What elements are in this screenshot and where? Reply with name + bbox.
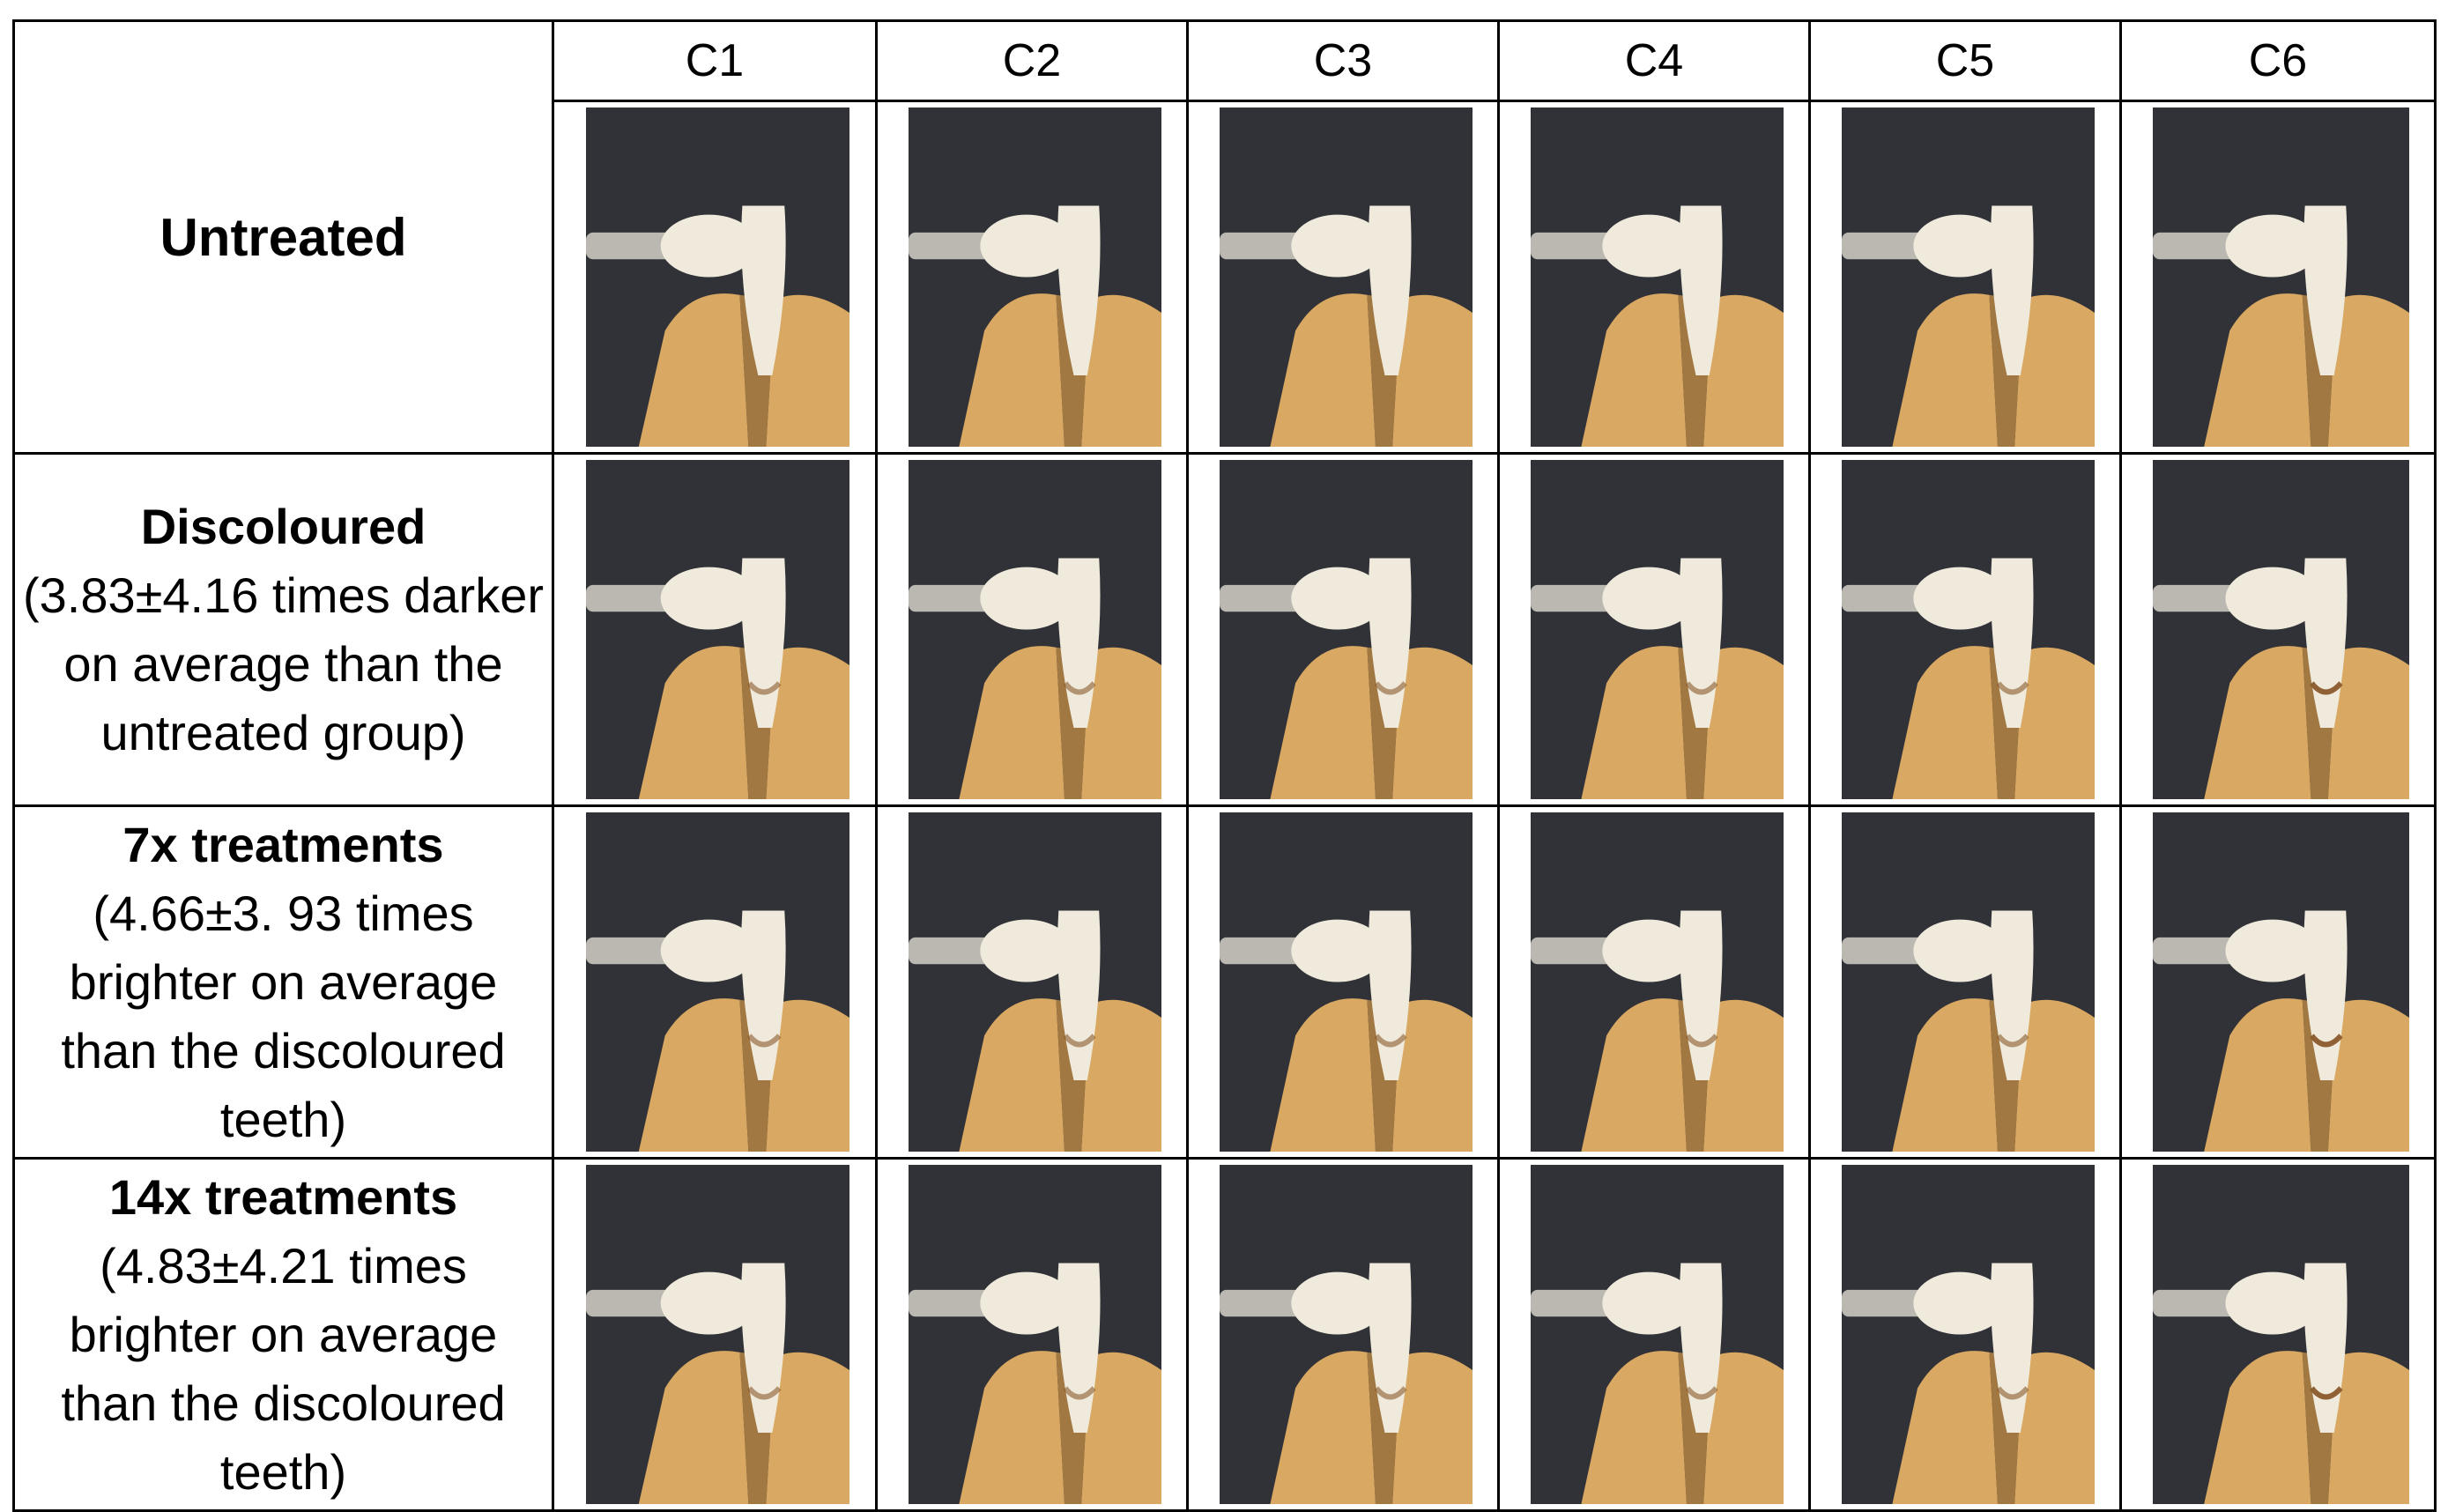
photo-cell — [552, 804, 878, 1160]
tooth-photo — [1531, 107, 1784, 447]
tooth-photo — [1220, 1165, 1473, 1504]
tooth-photo — [1220, 460, 1473, 799]
tooth-photo — [586, 1165, 849, 1504]
photo-cell — [2119, 452, 2437, 807]
photo-cell — [1497, 804, 1811, 1160]
row-label-discoloured: Discoloured (3.83±4.16 times darker on a… — [12, 452, 554, 807]
tooth-photo — [1531, 812, 1784, 1152]
row-label-untreated: Untreated — [12, 19, 554, 455]
table-row-untreated — [14, 100, 2437, 455]
tooth-photo — [586, 107, 849, 447]
row-title: Discoloured — [140, 498, 427, 554]
row-note: (4.83±4.21 times brighter on average tha… — [61, 1237, 506, 1500]
photo-cell — [1186, 1157, 1500, 1512]
tooth-photo — [2153, 460, 2409, 799]
photo-cell — [1808, 452, 2122, 807]
photo-cell — [552, 1157, 878, 1512]
row-label-7x-treatments: 7x treatments (4.66±3. 93 times brighter… — [12, 804, 554, 1160]
tooth-photo — [909, 460, 1161, 799]
photo-cell — [1808, 100, 2122, 455]
tooth-photo — [586, 460, 849, 799]
tooth-photo — [1220, 812, 1473, 1152]
tooth-photo — [1842, 460, 2095, 799]
tooth-photo — [1531, 460, 1784, 799]
photo-cell — [1497, 1157, 1811, 1512]
photo-cell — [875, 452, 1189, 807]
table-row-7x-treatments: 7x treatments (4.66±3. 93 times brighter… — [12, 804, 2437, 1160]
column-header-c3: C3 — [1186, 19, 1500, 102]
row-title: 7x treatments — [122, 816, 444, 872]
tooth-photo — [1842, 107, 2095, 447]
photo-cell — [875, 1157, 1189, 1512]
photo-cell — [1186, 804, 1500, 1160]
column-header-c1: C1 — [552, 19, 878, 102]
table-row-14x-treatments: 14x treatments (4.83±4.21 times brighter… — [12, 1157, 2437, 1512]
photo-cell — [875, 100, 1189, 455]
tooth-photo — [909, 107, 1161, 447]
column-header-c2: C2 — [875, 19, 1189, 102]
photo-cell — [2119, 804, 2437, 1160]
tooth-photo — [1842, 1165, 2095, 1504]
photo-cell — [1497, 452, 1811, 807]
photo-cell — [1186, 452, 1500, 807]
row-label-14x-treatments: 14x treatments (4.83±4.21 times brighter… — [12, 1157, 554, 1512]
tooth-photo — [586, 812, 849, 1152]
row-title: Untreated — [159, 207, 407, 267]
header-row: Untreated C1 C2 C3 C4 C5 C6 — [12, 19, 2437, 455]
photo-cell — [1808, 804, 2122, 1160]
photo-cell — [552, 100, 878, 455]
photo-cell — [1808, 1157, 2122, 1512]
column-header-c4: C4 — [1497, 19, 1811, 102]
photo-cell — [1497, 100, 1811, 455]
tooth-photo — [909, 1165, 1161, 1504]
tooth-photo — [1842, 812, 2095, 1152]
tooth-photo — [2153, 107, 2409, 447]
photo-cell — [2119, 100, 2437, 455]
column-header-c6: C6 — [2119, 19, 2437, 102]
row-note: (3.83±4.16 times darker on average than … — [22, 567, 544, 760]
photo-cell — [875, 804, 1189, 1160]
results-table: Untreated C1 C2 C3 C4 C5 C6 Discoloured … — [12, 19, 2437, 1512]
tooth-photo — [1531, 1165, 1784, 1504]
table-row-discoloured: Discoloured (3.83±4.16 times darker on a… — [12, 452, 2437, 807]
photo-cell — [552, 452, 878, 807]
photo-cell — [2119, 1157, 2437, 1512]
row-note: (4.66±3. 93 times brighter on average th… — [61, 885, 506, 1147]
photo-cell — [1186, 100, 1500, 455]
tooth-photo — [909, 812, 1161, 1152]
tooth-photo — [2153, 1165, 2409, 1504]
row-title: 14x treatments — [108, 1168, 458, 1225]
tooth-photo — [2153, 812, 2409, 1152]
column-header-c5: C5 — [1808, 19, 2122, 102]
tooth-photo — [1220, 107, 1473, 447]
